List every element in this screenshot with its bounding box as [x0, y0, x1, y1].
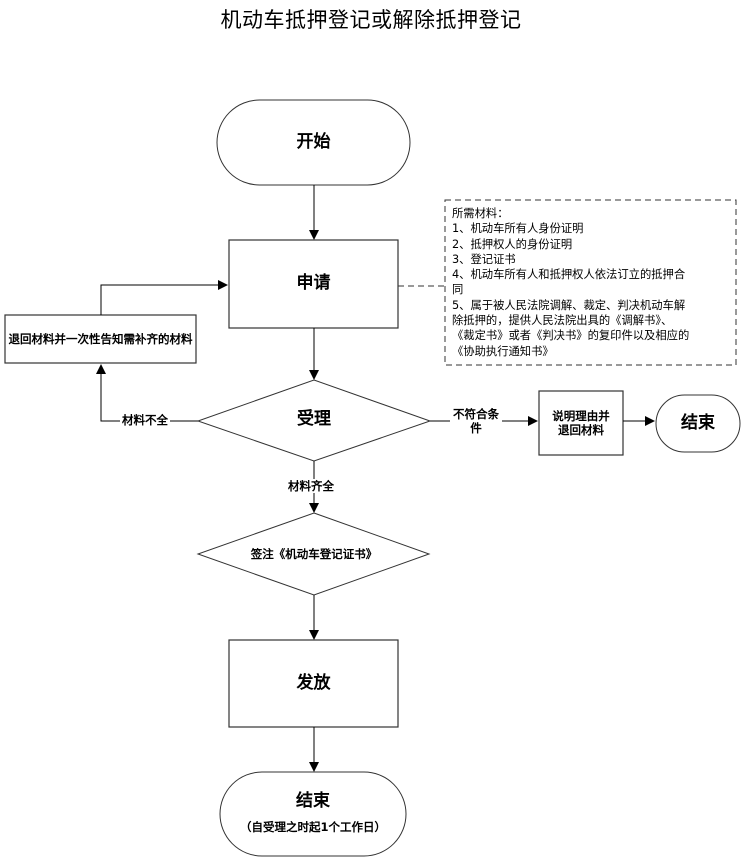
note-line: 所需材料： — [452, 207, 509, 220]
apply-label: 申请 — [296, 273, 331, 294]
note-line: 除抵押的，提供人民法院出具的《调解书》、 — [452, 314, 673, 328]
end-right-terminator — [655, 394, 741, 453]
note-line: 5、属于被人民法院调解、裁定、判决机动车解 — [452, 298, 686, 312]
explain-return-label: 说明理由并退回材料 — [552, 408, 610, 437]
issue-process — [228, 639, 399, 728]
edge-return-apply — [100, 280, 228, 315]
return-materials-process — [4, 314, 197, 364]
end-bottom-note: （自受理之时起1个工作日） — [239, 819, 386, 834]
note-line: 2、抵押权人的身份证明 — [452, 237, 573, 251]
end-right-label: 结束 — [681, 412, 715, 433]
edge-label-not-qualified-text: 不符合条件 — [453, 407, 499, 436]
note-line: 3、登记证书 — [452, 252, 516, 266]
explain-return-process — [538, 390, 624, 456]
note-line: 同 — [452, 283, 464, 297]
end-bottom-label: 结束 — [296, 791, 330, 812]
note-line: 1、机动车所有人身份证明 — [452, 222, 584, 236]
required-materials-note — [444, 199, 737, 366]
edge-label-incomplete: 材料不全 — [120, 413, 170, 428]
note-line: 《裁定书》或者《判决书》的复印件以及相应的 — [452, 329, 690, 343]
note-line: 4、机动车所有人和抵押权人依法订立的抵押合 — [452, 268, 686, 282]
return-materials-label: 退回材料并一次性告知需补齐的材料 — [8, 331, 193, 346]
end-bottom-terminator — [219, 771, 407, 857]
start-label: 开始 — [296, 131, 331, 152]
annotate-label: 签注《机动车登记证书》 — [250, 546, 378, 561]
required-materials-text: 所需材料： 1、机动车所有人身份证明 2、抵押权人的身份证明 3、登记证书 4、… — [452, 206, 736, 359]
edge-label-complete: 材料齐全 — [287, 479, 335, 494]
diagram-title: 机动车抵押登记或解除抵押登记 — [220, 8, 522, 32]
note-line: 《协助执行通知书》 — [452, 344, 554, 358]
issue-label: 发放 — [296, 672, 331, 693]
accept-label: 受理 — [297, 409, 331, 430]
edge-label-not-qualified: 不符合条件 — [450, 407, 502, 436]
